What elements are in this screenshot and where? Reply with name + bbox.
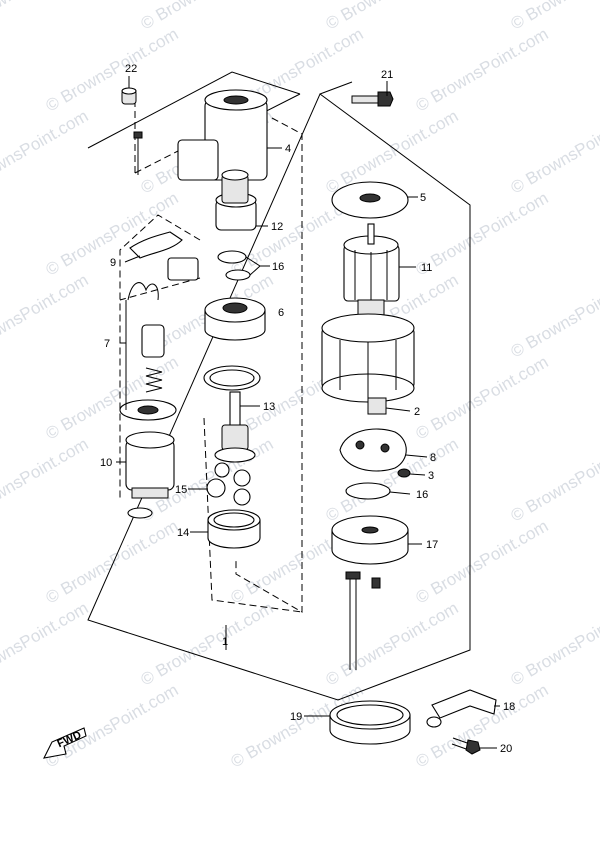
part-2-brush	[367, 397, 387, 415]
part-12-pinion	[215, 169, 257, 231]
callout-22: 22	[125, 63, 137, 75]
callout-6: 6	[278, 307, 284, 319]
part-5-washer-plate	[331, 181, 409, 219]
callout-19: 19	[290, 711, 302, 723]
watermark-layer: © BrownsPoint.com© BrownsPoint.com© Brow…	[0, 0, 600, 771]
part-13-shaft	[214, 391, 256, 463]
watermark-text: © BrownsPoint.com	[0, 106, 91, 197]
part-7-spring-contact	[119, 257, 199, 421]
watermark-text: © BrownsPoint.com	[508, 598, 600, 689]
watermark-text: © BrownsPoint.com	[43, 352, 182, 443]
watermark-text: © BrownsPoint.com	[508, 270, 600, 361]
watermark-text: © BrownsPoint.com	[138, 0, 277, 33]
callout-16-upper: 16	[272, 261, 284, 273]
callout-17: 17	[426, 539, 438, 551]
part-15-gears	[206, 462, 251, 506]
watermark-text: © BrownsPoint.com	[413, 188, 552, 279]
callout-labels: 22 21 4 5 12 9 16 11 6 7 13 2 8 10 3 16 …	[100, 63, 515, 755]
leader-lines	[116, 76, 500, 749]
callout-9: 9	[110, 257, 116, 269]
part-10-solenoid	[125, 431, 175, 519]
callout-5: 5	[420, 192, 426, 204]
callout-4: 4	[285, 143, 291, 155]
callout-3: 3	[428, 470, 434, 482]
part-16-plate	[345, 482, 391, 500]
callout-14: 14	[177, 527, 189, 539]
watermark-text: © BrownsPoint.com	[138, 598, 277, 689]
part-6-holder	[204, 297, 266, 341]
watermark-text: © BrownsPoint.com	[413, 516, 552, 607]
part-9-lever	[129, 231, 183, 259]
part-14-ring-gear	[207, 509, 261, 549]
part-4-solenoid-housing	[133, 89, 268, 181]
callout-1: 1	[222, 636, 228, 648]
watermark-text: © BrownsPoint.com	[508, 0, 600, 33]
watermark-text: © BrownsPoint.com	[43, 680, 182, 771]
watermark-text: © BrownsPoint.com	[43, 24, 182, 115]
callout-20: 20	[500, 743, 512, 755]
part-21-bolt	[351, 91, 394, 107]
watermark-text: © BrownsPoint.com	[323, 598, 462, 689]
part-19-band	[329, 700, 411, 745]
watermark-text: © BrownsPoint.com	[413, 352, 552, 443]
part-gasket-ring	[203, 365, 261, 391]
part-yoke-frame	[321, 313, 415, 403]
callout-18: 18	[503, 701, 515, 713]
assembly-outline	[87, 71, 471, 701]
watermark-text: © BrownsPoint.com	[508, 106, 600, 197]
callout-21: 21	[381, 69, 393, 81]
part-8-brush-holder	[339, 428, 407, 472]
watermark-text: © BrownsPoint.com	[0, 598, 91, 689]
watermark-text: © BrownsPoint.com	[323, 0, 462, 33]
part-22-cap	[121, 87, 137, 105]
watermark-text: © BrownsPoint.com	[508, 434, 600, 525]
part-3-screw	[397, 468, 411, 478]
callout-7: 7	[104, 338, 110, 350]
watermark-text: © BrownsPoint.com	[0, 434, 91, 525]
callout-11: 11	[421, 262, 432, 274]
part-11-armature	[343, 223, 400, 317]
callout-12: 12	[271, 221, 283, 233]
callout-2: 2	[414, 406, 420, 418]
watermark-text: © BrownsPoint.com	[0, 270, 91, 361]
part-17-end-cap	[331, 515, 409, 565]
callout-16-lower: 16	[416, 489, 428, 501]
watermark-text: © BrownsPoint.com	[413, 24, 552, 115]
part-20-bolt	[451, 737, 481, 755]
watermark-text: © BrownsPoint.com	[43, 516, 182, 607]
callout-15: 15	[175, 484, 187, 496]
callout-8: 8	[430, 452, 436, 464]
watermark-text: © BrownsPoint.com	[0, 0, 91, 33]
part-18-bracket	[426, 689, 497, 728]
part-through-bolts	[345, 571, 381, 670]
callout-10: 10	[100, 457, 112, 469]
callout-13: 13	[263, 401, 275, 413]
